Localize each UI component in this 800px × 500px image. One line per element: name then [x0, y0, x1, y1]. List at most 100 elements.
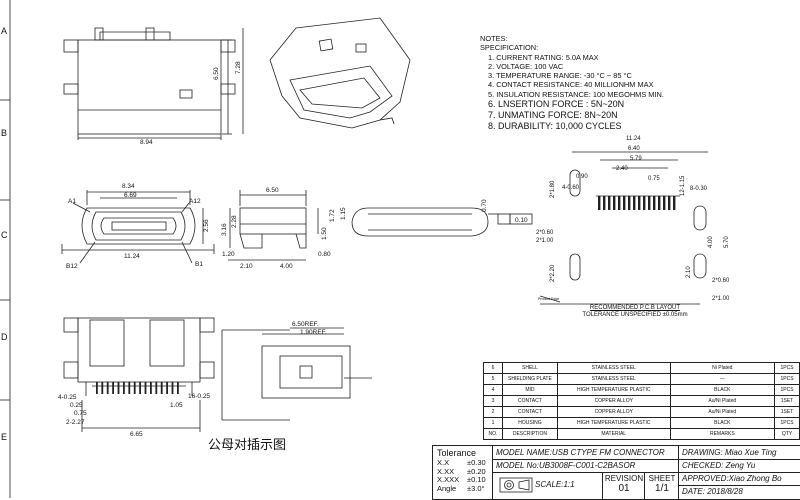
sheet-label: SHEET [648, 474, 676, 483]
bom-header-material: MATERIAL [556, 428, 671, 440]
table-header-row: NO. DESCRIPTION MATERIAL REMARKS QTY [483, 428, 800, 440]
pcb-pad [618, 196, 621, 210]
scale-label: SCALE:1:1 [535, 480, 575, 489]
pcb-pad [658, 196, 661, 210]
dim-bot-f: 1.05 [170, 402, 183, 409]
bom-remarks: Ni Plated [669, 362, 776, 374]
front-view [61, 190, 215, 264]
pcb-pad [633, 196, 636, 210]
side-view [228, 190, 319, 261]
pcb-dim-060b: 2*0.60 [712, 278, 730, 284]
bom-header-name: DESCRIPTION [501, 428, 558, 440]
revision-value: 01 [618, 483, 630, 494]
bom-no: 3 [483, 395, 503, 407]
bom-no: 4 [483, 384, 503, 396]
zone-letter-a: A [1, 26, 8, 36]
bom-material: HIGH TEMPERATURE PLASTIC [556, 417, 671, 429]
dim-front-w3: 11.24 [124, 253, 140, 260]
bom-material: HIGH TEMPERATURE PLASTIC [556, 384, 671, 396]
solder-pin [171, 382, 174, 394]
solder-pin [112, 382, 114, 394]
solder-pin [177, 382, 179, 394]
bom-no: 2 [483, 406, 503, 418]
dim-front-w2: 6.69 [124, 192, 137, 199]
pcb-dim-400: 4.00 [708, 236, 714, 248]
dim-front-w1: 8.34 [122, 183, 135, 190]
dim-ref1: 6.50REF. [292, 321, 319, 328]
dim-bot-a: 4-0.25 [58, 394, 77, 401]
notes-heading: NOTES: [480, 34, 508, 43]
tolerance-value: ±0.20 [467, 466, 486, 476]
pcb-pad [598, 196, 601, 210]
bom-material: COPPER ALLOY [556, 395, 671, 407]
solder-pin [144, 382, 147, 394]
bom-remarks: --- [669, 373, 776, 385]
pcb-caption-title: RECOMMENDED P.C.B LAYOUT [589, 305, 681, 311]
solder-pin [123, 382, 125, 394]
pcb-pad [653, 196, 656, 210]
bom-name: SHIELDING PLATE [501, 373, 558, 385]
solder-pin [139, 382, 141, 394]
pcb-dim-top: 11.24 [626, 136, 641, 142]
note-item: 2. VOLTAGE: 100 VAC [488, 61, 564, 71]
dim-side-h3: 1.72 [329, 209, 336, 222]
dim-side-s2: 2.10 [240, 263, 253, 270]
bom-header-qty: QTY [774, 428, 800, 440]
tolerance-key: X.X [437, 458, 450, 467]
dim-side-h4: 1.15 [340, 207, 347, 220]
bom-qty: 1PCS [774, 384, 800, 396]
pcb-dim-460: 4-0.60 [562, 185, 580, 191]
dim-bot-g: 6.65 [130, 431, 143, 438]
projection-scale-cell: SCALE:1:1 [492, 472, 603, 500]
dim-flat-box: 0.10 [515, 217, 528, 224]
pcb-pad [613, 196, 616, 210]
bom-no: 5 [483, 373, 503, 385]
isometric-view [269, 17, 411, 129]
title-block: Tolerance X.X±0.30 X.XX±0.20 X.XXX±0.10 … [432, 445, 800, 500]
pcb-pad [673, 196, 676, 210]
tolerance-row: X.X ±0.30 [437, 458, 493, 468]
pcb-dim-100b: 2*1.00 [712, 296, 730, 302]
table-row: 3 CONTACT COPPER ALLOY Au/Ni Plated 1SET [483, 395, 800, 407]
pcb-pad [663, 196, 666, 210]
tolerance-key: X.XXX [437, 475, 460, 484]
zone-letter-e: E [1, 432, 8, 442]
tolerance-value: ±0.10 [467, 475, 486, 484]
bom-name: SHELL [501, 362, 558, 374]
pcb-dim-570: 5.70 [724, 236, 730, 248]
dim-side-s4: 0.80 [318, 251, 331, 258]
tolerance-row: Angle±3.0° [437, 484, 493, 494]
bom-table: 6 SHELL STAINLESS STEEL Ni Plated 1PCS 5… [483, 362, 800, 440]
solder-pin [166, 382, 168, 394]
revision-cell: REVISION 01 [602, 472, 645, 500]
dim-top-h1: 6.50 [213, 67, 220, 80]
solder-pin [106, 382, 109, 394]
revision-label: REVISION [604, 474, 644, 483]
dim-top-width: 8.94 [140, 139, 153, 146]
note-item: 1. CURRENT RATING: 5.0A MAX [488, 52, 599, 62]
dim-side-s1: 1.20 [222, 251, 235, 258]
pin-a12: A12 [189, 198, 201, 205]
spec-notes: NOTES: SPECIFICATION: 1. CURRENT RATING:… [480, 34, 664, 132]
dim-bot-d: 2-2.27 [66, 419, 85, 426]
mating-view [221, 327, 372, 421]
solder-pin [96, 382, 98, 394]
profile-view [351, 207, 533, 237]
pin-b1: B1 [195, 261, 203, 268]
dim-bot-b: 0.25 [70, 402, 83, 409]
note-item: 3. TEMPERATURE RANGE: -30 °C ~ 85 °C [488, 71, 632, 81]
solder-pin [150, 382, 152, 394]
pcb-caption: RECOMMENDED P.C.B LAYOUT TOLERANCE UNSPE… [560, 305, 710, 319]
pcb-pad [608, 196, 611, 210]
dim-end-d: 0.70 [481, 199, 488, 212]
dim-side-h5: 1.50 [321, 227, 328, 240]
dim-side-h2: 2.28 [231, 215, 238, 228]
sheet-cell: SHEET 1/1 [644, 472, 679, 500]
pcb-layout [539, 151, 708, 305]
tolerance-value: ±0.30 [467, 458, 486, 467]
pcb-pad [623, 196, 626, 210]
pcb-dim-220: 2*2.20 [550, 264, 556, 282]
tolerance-label: Tolerance [437, 448, 477, 458]
mating-diagram-caption: 公母对插示图 [208, 438, 287, 453]
table-row: 4 MID HIGH TEMPERATURE PLASTIC BLACK 1PC… [483, 384, 800, 396]
